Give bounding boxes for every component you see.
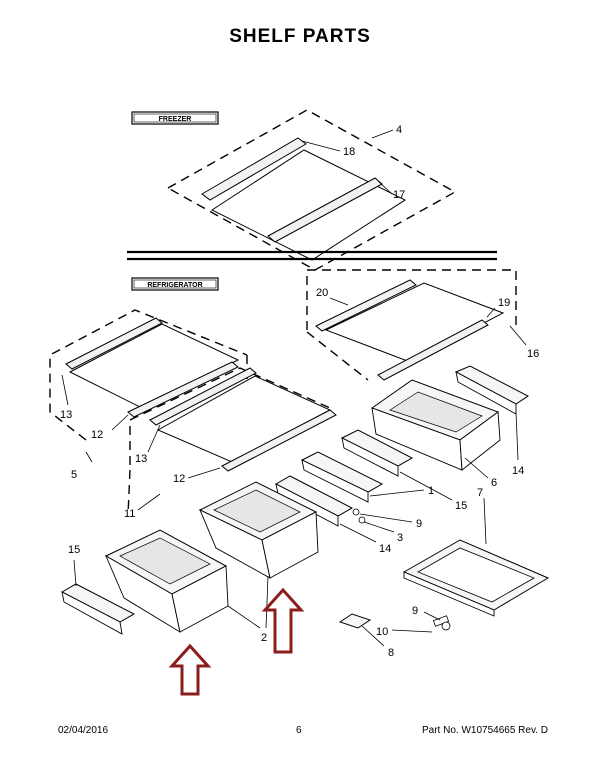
footer-page-number: 6 [296,725,302,736]
left-rear-trim [65,317,163,370]
callout-7: 7 [477,487,483,499]
freezer-rear-trim [201,137,307,201]
footer-part-number: Part No. W10754665 Rev. D [422,725,548,736]
rail-15-upper [340,429,414,477]
freezer-shelf-assembly-outline [166,109,457,271]
callout-11: 11 [124,508,135,520]
callout-16: 16 [527,348,539,360]
freezer-section: FREEZER 18 17 4 [131,109,457,271]
rail-15-lower [60,583,136,635]
callout-2: 2 [261,632,267,644]
page-title: SHELF PARTS [229,26,371,47]
callout-12b: 12 [173,473,185,485]
refrigerator-label: REFRIGERATOR [147,282,202,289]
callout-5: 5 [71,469,77,481]
rail-14-lower [274,475,354,527]
middle-shelf-assembly-outline [129,367,331,465]
freezer-label-box [131,111,219,125]
upper-shelf-assembly-outline [306,269,517,330]
upper-front-trim [377,319,489,381]
adjuster-bracket [338,613,372,629]
callout-4: 4 [396,124,402,136]
callout-6: 6 [491,477,497,489]
callout-14a: 14 [512,465,524,477]
callout-10: 10 [376,626,388,638]
refrigerator-label-box [131,277,219,291]
crisper-cover-shelf [402,539,550,617]
upper-rear-trim [315,279,417,332]
crisper-drawer-left [104,529,229,633]
callout-8: 8 [388,647,394,659]
hinge-pin [432,615,451,631]
rail-screw [352,508,360,516]
left-front-trim [127,361,239,418]
callout-13b: 13 [135,453,147,465]
left-glass-shelf [68,323,240,409]
callout-15a: 15 [455,500,467,512]
callout-9a: 9 [416,518,422,530]
rail-14-upper [454,365,529,415]
upper-glass-shelf [324,282,505,363]
footer-date: 02/04/2016 [58,725,109,736]
callout-13a: 13 [60,409,72,421]
middle-front-trim [221,409,337,472]
deli-drawer [370,379,501,471]
middle-rear-trim [149,367,257,426]
up-arrow-icon [261,587,305,654]
freezer-glass-shelf [210,149,407,261]
rail-1 [300,451,384,503]
callout-12a: 12 [91,429,103,441]
crisper-drawer-right [198,481,319,579]
up-arrow-icon [168,643,212,696]
callout-14b: 14 [379,543,391,555]
callout-18: 18 [343,146,355,158]
freezer-label: FREEZER [159,116,192,123]
callout-19: 19 [498,297,510,309]
freezer-front-trim [267,177,383,243]
callout-9b: 9 [412,605,418,617]
callout-15b: 15 [68,544,80,556]
callout-17: 17 [393,189,405,201]
left-shelf-assembly-outline [49,309,248,441]
refrigerator-section: REFRIGERATOR 20 19 16 [49,269,550,659]
callout-1: 1 [428,485,434,497]
callout-3: 3 [397,532,403,544]
rail-clip [358,516,366,524]
callout-20: 20 [316,287,328,299]
